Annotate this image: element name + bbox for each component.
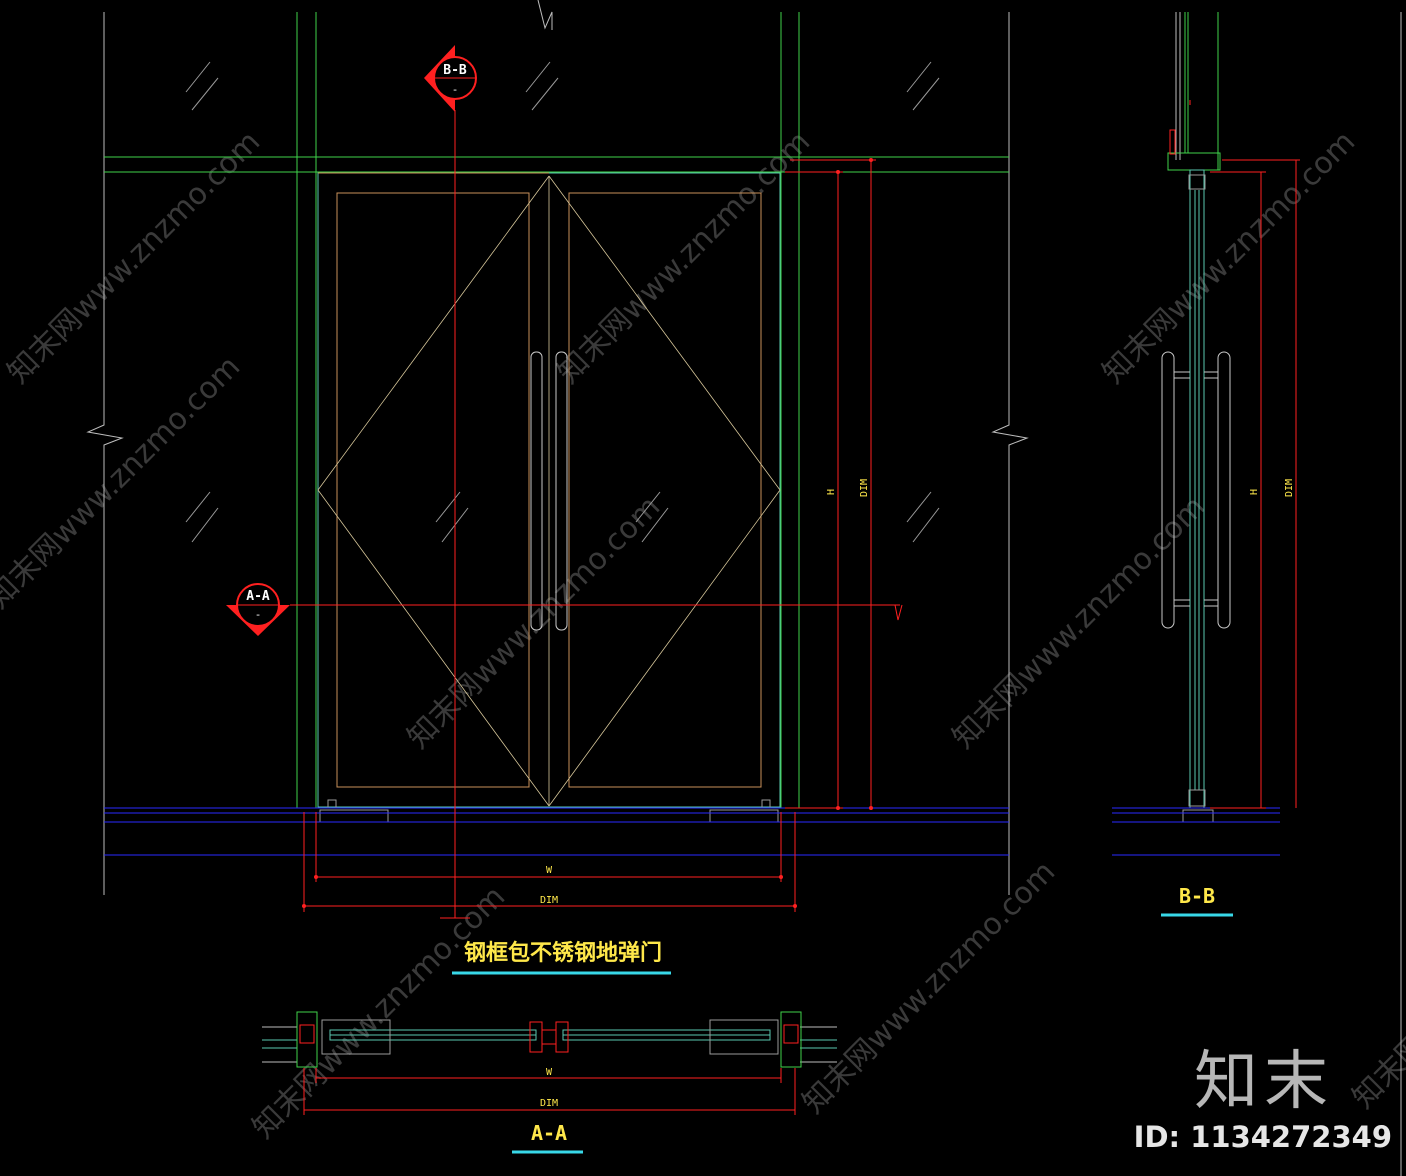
aa-frame-posts	[296, 1011, 802, 1068]
watermark-text: 知末网www.znzmo.com	[0, 349, 247, 615]
door-handles	[530, 351, 568, 631]
bb-marker-sub: -	[452, 83, 459, 96]
bb-transom-details	[1169, 100, 1191, 155]
bb-height-label: H	[1249, 489, 1260, 495]
aa-door-leaves	[329, 1029, 771, 1041]
watermark-text: 知末网www.znzmo.com	[401, 489, 667, 755]
glass-hatch	[185, 61, 940, 543]
bb-dimension-labels: H DIM	[1249, 479, 1295, 497]
watermark-text: 知末网www.znzmo.com	[246, 879, 512, 1145]
bb-dimension-lines	[1210, 159, 1300, 809]
aa-door-rails	[321, 1019, 779, 1055]
dimension-ticks	[302, 158, 873, 908]
bb-overall-label: DIM	[1284, 479, 1295, 497]
aa-glass-side	[262, 1039, 837, 1049]
wall-lines	[86, 0, 1029, 895]
aa-dimension-lines	[303, 1068, 796, 1115]
bb-door-handle	[1161, 351, 1231, 629]
transom-frame	[104, 12, 1009, 808]
section-bb-title: B-B	[1179, 884, 1215, 908]
door-swing-lines	[317, 175, 781, 807]
aa-handle-details	[299, 1021, 799, 1053]
dim-height-label: H	[826, 489, 837, 495]
section-bb-view: H DIM B-B	[1112, 12, 1402, 1176]
main-title: 钢框包不锈钢地弹门	[464, 940, 662, 966]
door-leaf-left	[318, 172, 549, 788]
dimension-lines	[303, 159, 876, 912]
aa-marker-sub: -	[255, 608, 262, 621]
aa-overall-label: DIM	[540, 1098, 558, 1109]
section-marker-aa[interactable]: A-A -	[226, 583, 290, 636]
watermark-text: 知末网www.znzmo.com	[946, 489, 1212, 755]
section-cut-lines	[290, 110, 903, 919]
aa-marker-label: A-A	[246, 589, 270, 604]
section-aa-view: W DIM A-A	[262, 1011, 837, 1154]
dim-overall-height-label: DIM	[859, 479, 870, 497]
bb-transom	[1167, 12, 1221, 171]
aa-width-label: W	[546, 1067, 553, 1078]
door-leaf-right	[568, 192, 762, 788]
watermark-text: 知末网www.znzmo.com	[1096, 124, 1362, 390]
section-aa-title: A-A	[531, 1121, 567, 1145]
bb-wall-lines	[1175, 12, 1402, 1176]
bb-floor-lines	[1112, 807, 1280, 856]
floor-lines	[104, 807, 1009, 856]
watermark-logo: 知末	[1194, 1045, 1334, 1119]
dimension-labels: W DIM H DIM	[540, 479, 870, 906]
watermark-text: 知末网www.znzmo.com	[1346, 849, 1406, 1115]
watermark-text: 知末网www.znzmo.com	[796, 854, 1062, 1120]
aa-dimension-labels: W DIM	[540, 1067, 558, 1109]
watermark-text: 知末网www.znzmo.com	[1, 124, 267, 390]
watermark-text: 知末网www.znzmo.com	[551, 124, 817, 390]
aa-wall-lines	[262, 1026, 837, 1063]
dim-overall-label: DIM	[540, 895, 558, 906]
bb-marker-label: B-B	[443, 63, 467, 78]
section-marker-bb[interactable]: B-B -	[424, 45, 477, 112]
dim-width-label: W	[546, 865, 553, 876]
elevation-view: W DIM H DIM B-B - A-A - 钢框包不锈钢地弹门	[86, 0, 1029, 975]
watermark-id: ID: 1134272349	[1133, 1120, 1392, 1154]
